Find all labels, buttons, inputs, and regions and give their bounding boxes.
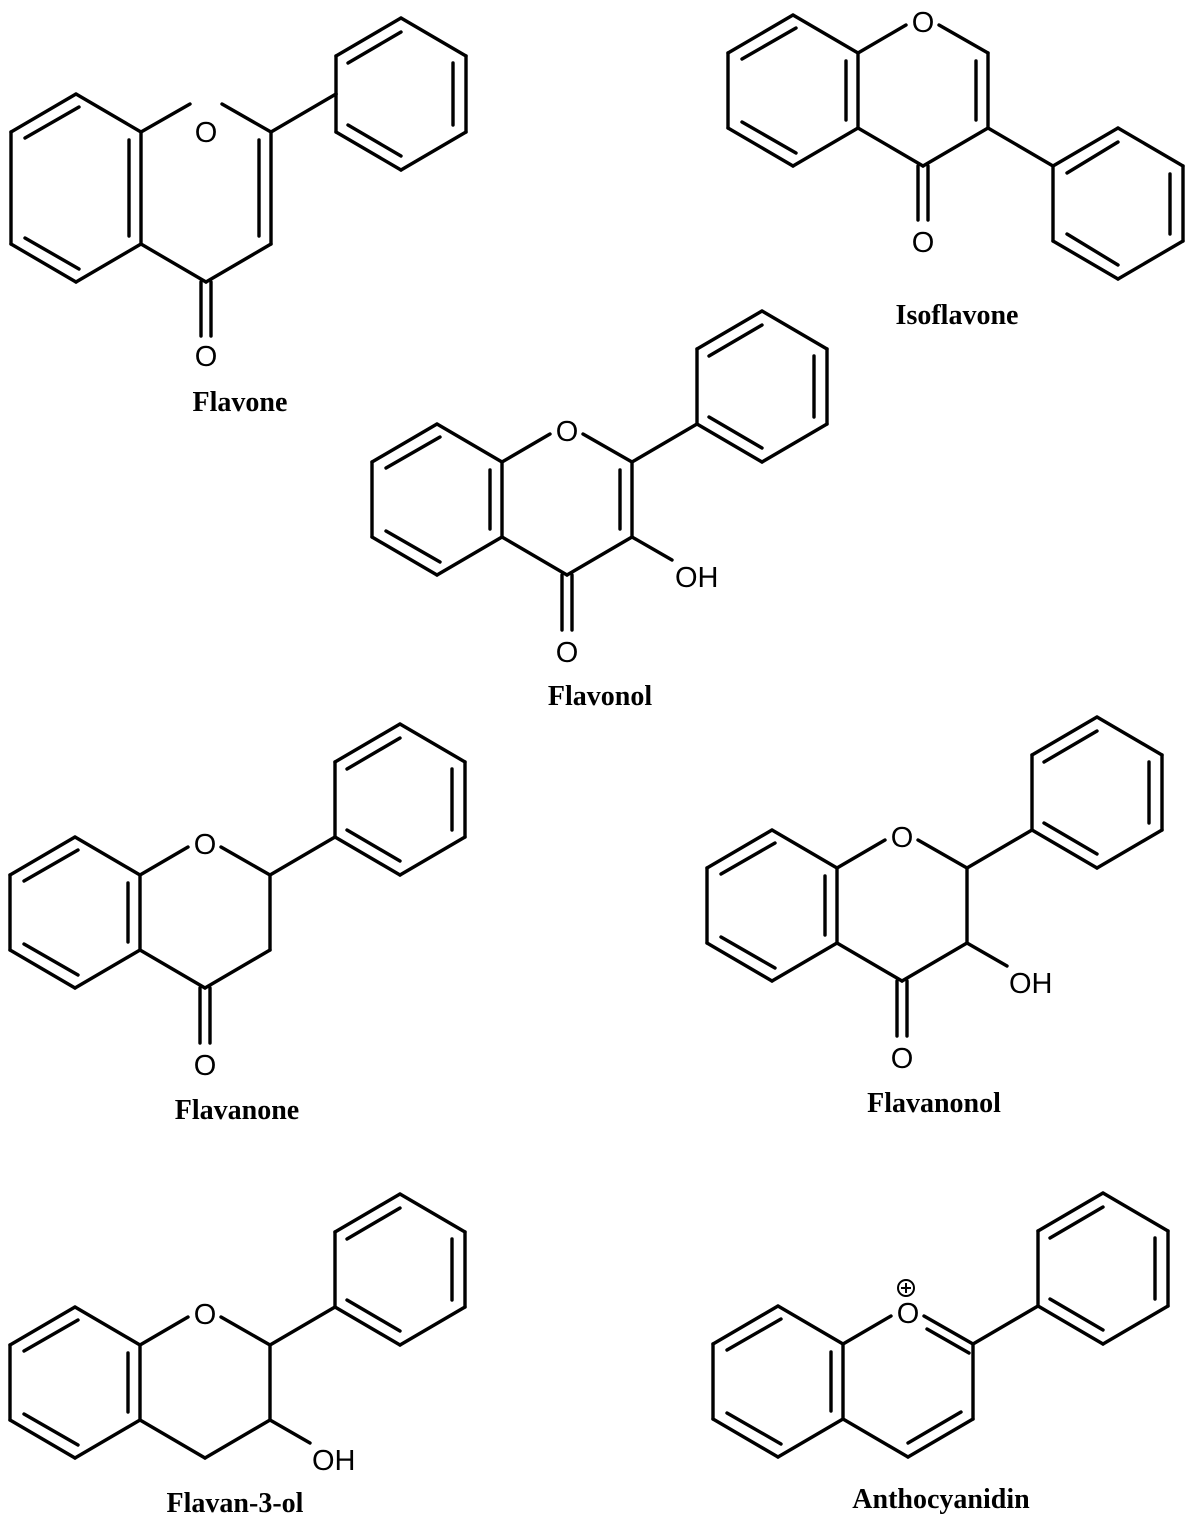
flavonol-bonds	[370, 309, 829, 632]
flavan-3-ol-ring-oxygen: O	[194, 1299, 217, 1331]
flavone-ring-oxygen: O	[195, 117, 218, 149]
flavanonol-label: Flavanonol	[867, 1088, 1001, 1119]
anthocyanidin-label: Anthocyanidin	[852, 1484, 1030, 1515]
structure-flavonol: O O OH Flavonol	[370, 309, 829, 712]
structure-flavanone: O O Flavanone	[8, 722, 467, 1126]
flavanonol-ring-oxygen: O	[891, 822, 914, 854]
isoflavone-carbonyl-oxygen: O	[912, 227, 935, 259]
flavanonol-hydroxyl: OH	[1009, 968, 1053, 1000]
anthocyanidin-bonds	[711, 1191, 1170, 1459]
structure-flavone: O O Flavone	[9, 16, 468, 418]
structure-isoflavone: O O Isoflavone	[726, 7, 1185, 331]
isoflavone-bonds	[726, 13, 1185, 281]
flavanonol-carbonyl-oxygen: O	[891, 1043, 914, 1075]
structure-flavan-3-ol: O OH Flavan-3-ol	[8, 1192, 467, 1519]
flavone-label: Flavone	[193, 387, 288, 418]
flavan-3-ol-bonds	[8, 1192, 467, 1460]
flavonol-carbonyl-oxygen: O	[556, 637, 579, 669]
structure-flavanonol: O O OH Flavanonol	[705, 715, 1164, 1119]
isoflavone-label: Isoflavone	[896, 300, 1019, 331]
flavonol-ring-oxygen: O	[556, 416, 579, 448]
flavone-carbonyl-oxygen: O	[195, 341, 218, 373]
flavonol-label: Flavonol	[548, 681, 652, 712]
structure-anthocyanidin: O Anthocyanidin	[711, 1191, 1170, 1515]
flavan-3-ol-label: Flavan-3-ol	[167, 1488, 304, 1519]
positive-charge-icon	[897, 1279, 915, 1297]
flavanone-bonds	[8, 722, 467, 1045]
flavonol-hydroxyl: OH	[675, 562, 719, 594]
isoflavone-ring-oxygen: O	[912, 7, 935, 39]
flavanone-carbonyl-oxygen: O	[194, 1050, 217, 1082]
anthocyanidin-ring-oxygen: O	[897, 1298, 920, 1330]
flavanone-ring-oxygen: O	[194, 829, 217, 861]
flavan-3-ol-hydroxyl: OH	[312, 1445, 356, 1477]
flavone-bonds	[9, 16, 468, 338]
flavanonol-bonds	[705, 715, 1164, 1038]
flavanone-label: Flavanone	[175, 1095, 299, 1126]
